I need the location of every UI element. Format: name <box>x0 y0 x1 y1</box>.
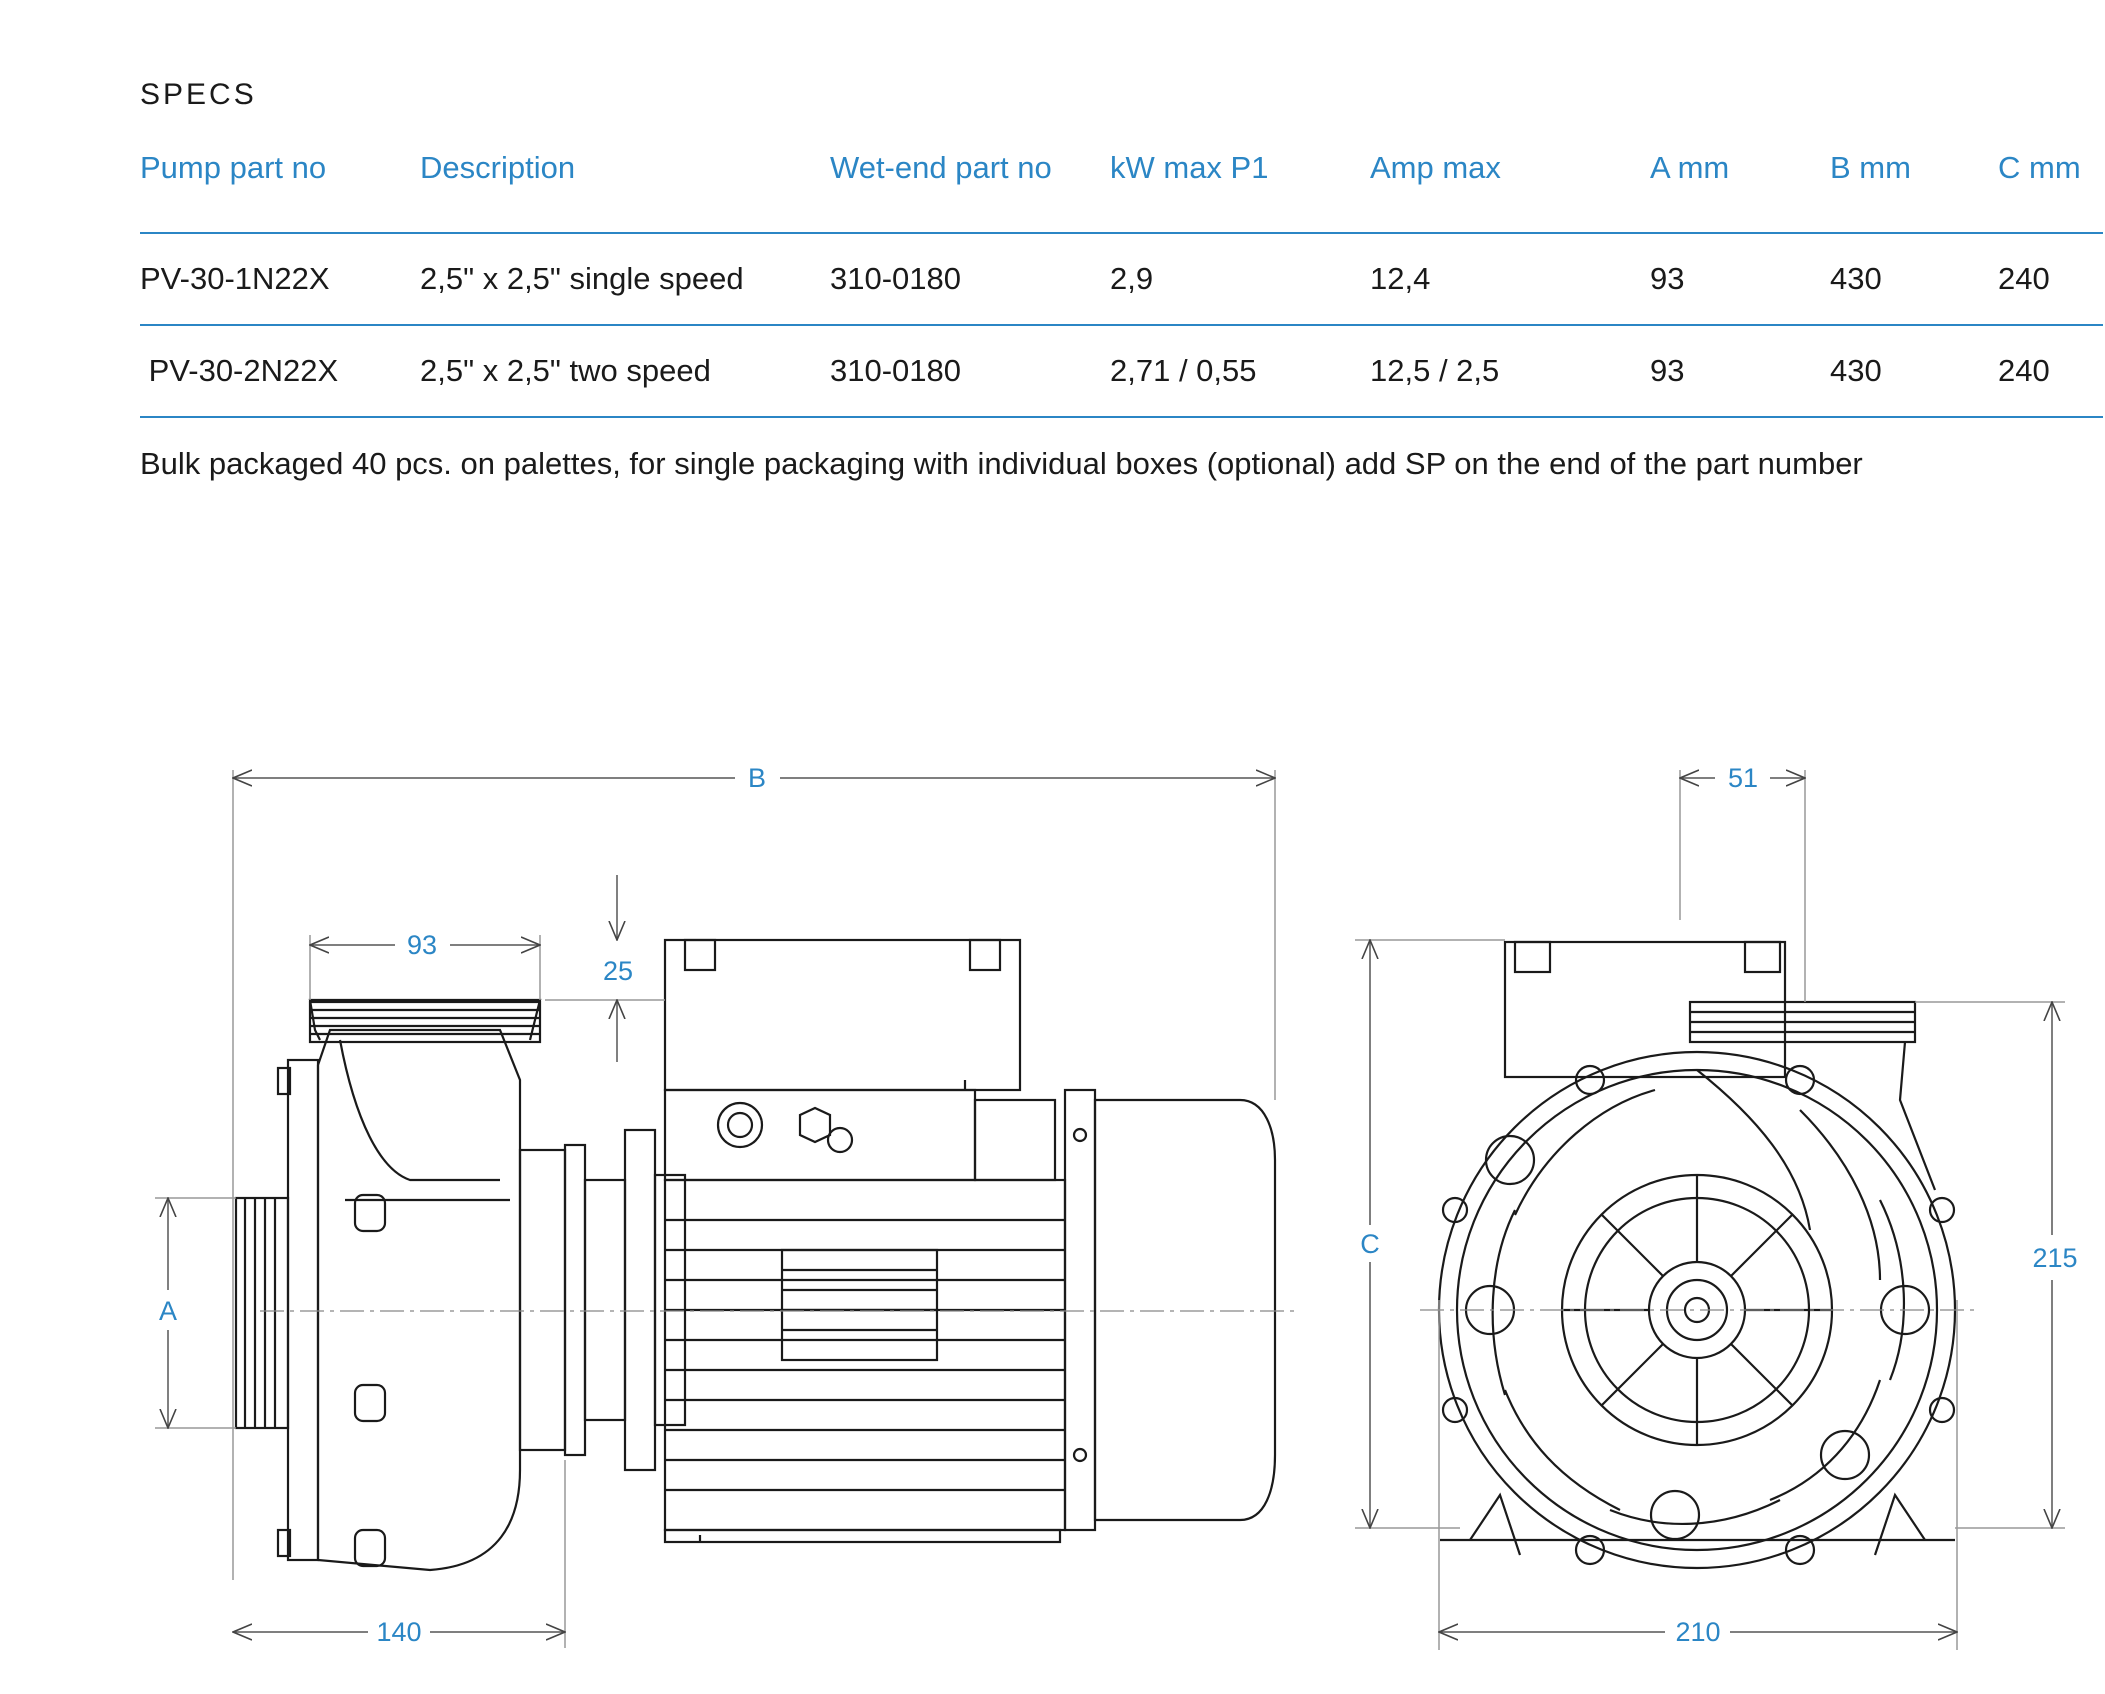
cell-kw-max-p1: 2,71 / 0,55 <box>1110 325 1370 418</box>
cell-amp-max: 12,5 / 2,5 <box>1370 325 1650 418</box>
cell-kw-max-p1: 2,9 <box>1110 233 1370 326</box>
dim-label-51: 51 <box>1728 763 1758 793</box>
cell-pump-part-no: PV-30-2N22X <box>140 325 420 418</box>
dim-label-b: B <box>748 763 766 793</box>
front-dimension-lines <box>1355 770 2065 1650</box>
cell-c-mm: 240 <box>1998 233 2103 326</box>
cell-c-mm: 240 <box>1998 325 2103 418</box>
side-dimension-lines <box>155 770 1275 1648</box>
dim-label-140: 140 <box>376 1617 421 1647</box>
dim-label-215: 215 <box>2032 1243 2077 1273</box>
table-row: PV-30-1N22X 2,5" x 2,5" single speed 310… <box>140 233 2103 326</box>
col-description: Description <box>420 150 830 234</box>
dim-label-25: 25 <box>603 956 633 986</box>
cell-amp-max: 12,4 <box>1370 233 1650 326</box>
pump-front-view <box>1420 940 1980 1570</box>
cell-b-mm: 430 <box>1830 233 1998 326</box>
col-c-mm: C mm <box>1998 150 2103 234</box>
cell-pump-part-no: PV-30-1N22X <box>140 233 420 326</box>
table-header-row: Pump part no Description Wet-end part no… <box>140 150 2103 234</box>
dim-label-a: A <box>159 1296 177 1326</box>
cell-description: 2,5" x 2,5" single speed <box>420 233 830 326</box>
cell-wet-end-part-no: 310-0180 <box>830 233 1110 326</box>
page-heading: SPECS <box>140 78 257 111</box>
dim-label-c: C <box>1360 1229 1380 1259</box>
cell-description: 2,5" x 2,5" two speed <box>420 325 830 418</box>
pump-side-view <box>234 938 1295 1572</box>
cell-b-mm: 430 <box>1830 325 1998 418</box>
packaging-note: Bulk packaged 40 pcs. on palettes, for s… <box>140 446 1863 481</box>
table-row: PV-30-2N22X 2,5" x 2,5" two speed 310-01… <box>140 325 2103 418</box>
cell-wet-end-part-no: 310-0180 <box>830 325 1110 418</box>
col-b-mm: B mm <box>1830 150 1998 234</box>
col-wet-end-part-no: Wet-end part no <box>830 150 1110 234</box>
cell-a-mm: 93 <box>1650 325 1830 418</box>
col-pump-part-no: Pump part no <box>140 150 420 234</box>
dim-label-210: 210 <box>1675 1617 1720 1647</box>
col-kw-max-p1: kW max P1 <box>1110 150 1370 234</box>
dim-label-93: 93 <box>407 930 437 960</box>
cell-a-mm: 93 <box>1650 233 1830 326</box>
col-a-mm: A mm <box>1650 150 1830 234</box>
specs-table: Pump part no Description Wet-end part no… <box>140 150 2103 418</box>
col-amp-max: Amp max <box>1370 150 1650 234</box>
